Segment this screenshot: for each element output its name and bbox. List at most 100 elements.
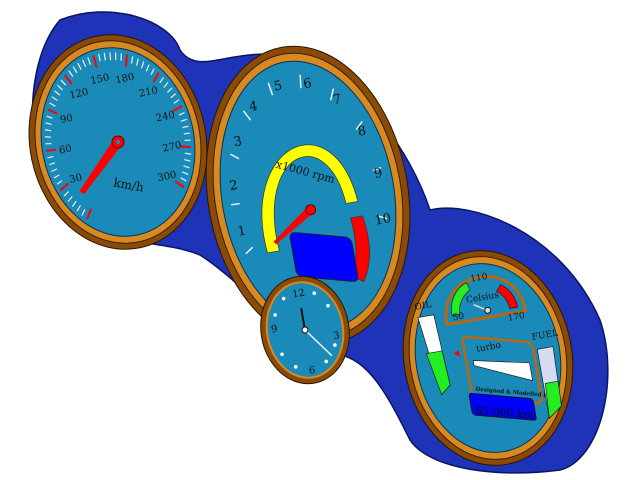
temperature-gauge: Celsius 50 110 170 <box>444 272 528 327</box>
speed-tick <box>150 68 155 75</box>
rpm-label: 4 <box>248 99 259 115</box>
speed-tick <box>184 139 191 141</box>
speed-tick <box>63 191 69 197</box>
speed-tick <box>44 129 52 132</box>
clock-label-9: 9 <box>270 324 278 336</box>
rpm-needle <box>273 207 315 245</box>
odometer-display <box>468 392 537 421</box>
rpm-tick <box>372 166 382 172</box>
speed-tick <box>51 96 58 102</box>
tach-display-window <box>289 232 359 282</box>
speed-tick <box>46 148 57 152</box>
clock-hour-dot <box>324 359 329 364</box>
clock: 12 3 6 9 <box>260 275 350 385</box>
speed-tick <box>135 58 139 66</box>
speed-label: 300 <box>157 169 178 184</box>
speed-tick <box>81 209 86 216</box>
odometer-value: 85.000 km <box>475 404 536 422</box>
speed-tick <box>180 145 192 149</box>
speed-tick <box>47 108 58 115</box>
clock-label-12: 12 <box>291 288 305 301</box>
speed-label: 180 <box>115 72 136 87</box>
speed-tick <box>173 99 180 104</box>
speed-tick <box>182 171 189 176</box>
speed-tick <box>47 155 54 159</box>
speed-label: 90 <box>59 113 74 126</box>
rpm-tick <box>242 110 252 121</box>
rpm-label: 8 <box>357 124 368 140</box>
speed-tick <box>60 79 67 86</box>
speed-label: 240 <box>155 110 176 125</box>
rpm-tick <box>231 202 240 206</box>
minute-hand <box>304 329 333 357</box>
speed-tick <box>68 70 74 77</box>
speed-tick <box>45 122 52 126</box>
turbo-bar <box>472 360 533 382</box>
speed-tick <box>63 74 73 85</box>
clock-hour-dot <box>273 313 277 317</box>
fuel-label: FUEL <box>531 329 559 343</box>
speed-needle <box>79 139 123 195</box>
speed-tick <box>109 52 112 61</box>
rpm-tick <box>267 82 274 96</box>
rpm-tick <box>299 74 302 89</box>
speed-tick <box>183 165 190 169</box>
speed-tick <box>180 118 187 122</box>
speed-tick <box>159 77 165 84</box>
speed-tick <box>184 158 191 162</box>
speed-tick <box>87 57 91 65</box>
rpm-label: 3 <box>232 134 243 150</box>
speed-tick <box>183 132 190 135</box>
speed-tick <box>86 208 93 220</box>
speed-tick <box>145 64 150 72</box>
speed-label: 120 <box>69 87 90 102</box>
speed-tick <box>51 168 58 172</box>
speed-tick <box>92 55 98 68</box>
speed-tick <box>163 82 169 88</box>
speed-tick <box>59 182 69 192</box>
speed-tick <box>98 53 101 62</box>
clock-hour-dot <box>326 303 330 308</box>
speed-tick <box>44 136 52 138</box>
speed-tick <box>72 66 78 74</box>
rpm-label: 9 <box>373 166 384 182</box>
speed-tick <box>46 115 53 119</box>
temp-label-110: 110 <box>470 272 489 285</box>
rpm-tick <box>245 246 254 255</box>
speed-tick <box>57 84 64 91</box>
speed-tick <box>56 180 63 185</box>
speed-tick <box>76 205 81 212</box>
oil-warning-light <box>453 350 461 357</box>
rpm-tick <box>378 215 388 220</box>
speed-tick <box>182 125 189 129</box>
rpm-tick <box>355 120 363 131</box>
clock-hour-dot <box>312 291 317 295</box>
rpm-label: 7 <box>332 92 343 108</box>
speed-tick <box>53 174 60 179</box>
speed-tick <box>82 59 87 68</box>
turbo-label: turbo <box>476 341 502 355</box>
clock-hour-dot <box>333 343 337 347</box>
speed-tick <box>71 200 77 207</box>
speed-tick <box>140 61 145 69</box>
speed-tick <box>172 105 183 112</box>
clock-label-3: 3 <box>332 330 340 342</box>
clock-hour-dot <box>293 365 298 369</box>
speed-tick <box>49 162 56 166</box>
rpm-label: 10 <box>373 211 392 229</box>
speed-tick <box>170 93 177 99</box>
speed-tick <box>45 143 52 145</box>
rpm-label: 2 <box>228 178 239 194</box>
speed-tick <box>120 53 122 61</box>
rpm-label: 5 <box>273 78 284 94</box>
speed-tick <box>130 56 134 64</box>
speed-tick <box>178 112 185 116</box>
temp-label-50: 50 <box>452 312 465 324</box>
speed-tick <box>174 180 185 189</box>
speed-tick <box>115 52 117 61</box>
speed-tick <box>167 87 173 93</box>
speed-tick <box>152 72 160 83</box>
